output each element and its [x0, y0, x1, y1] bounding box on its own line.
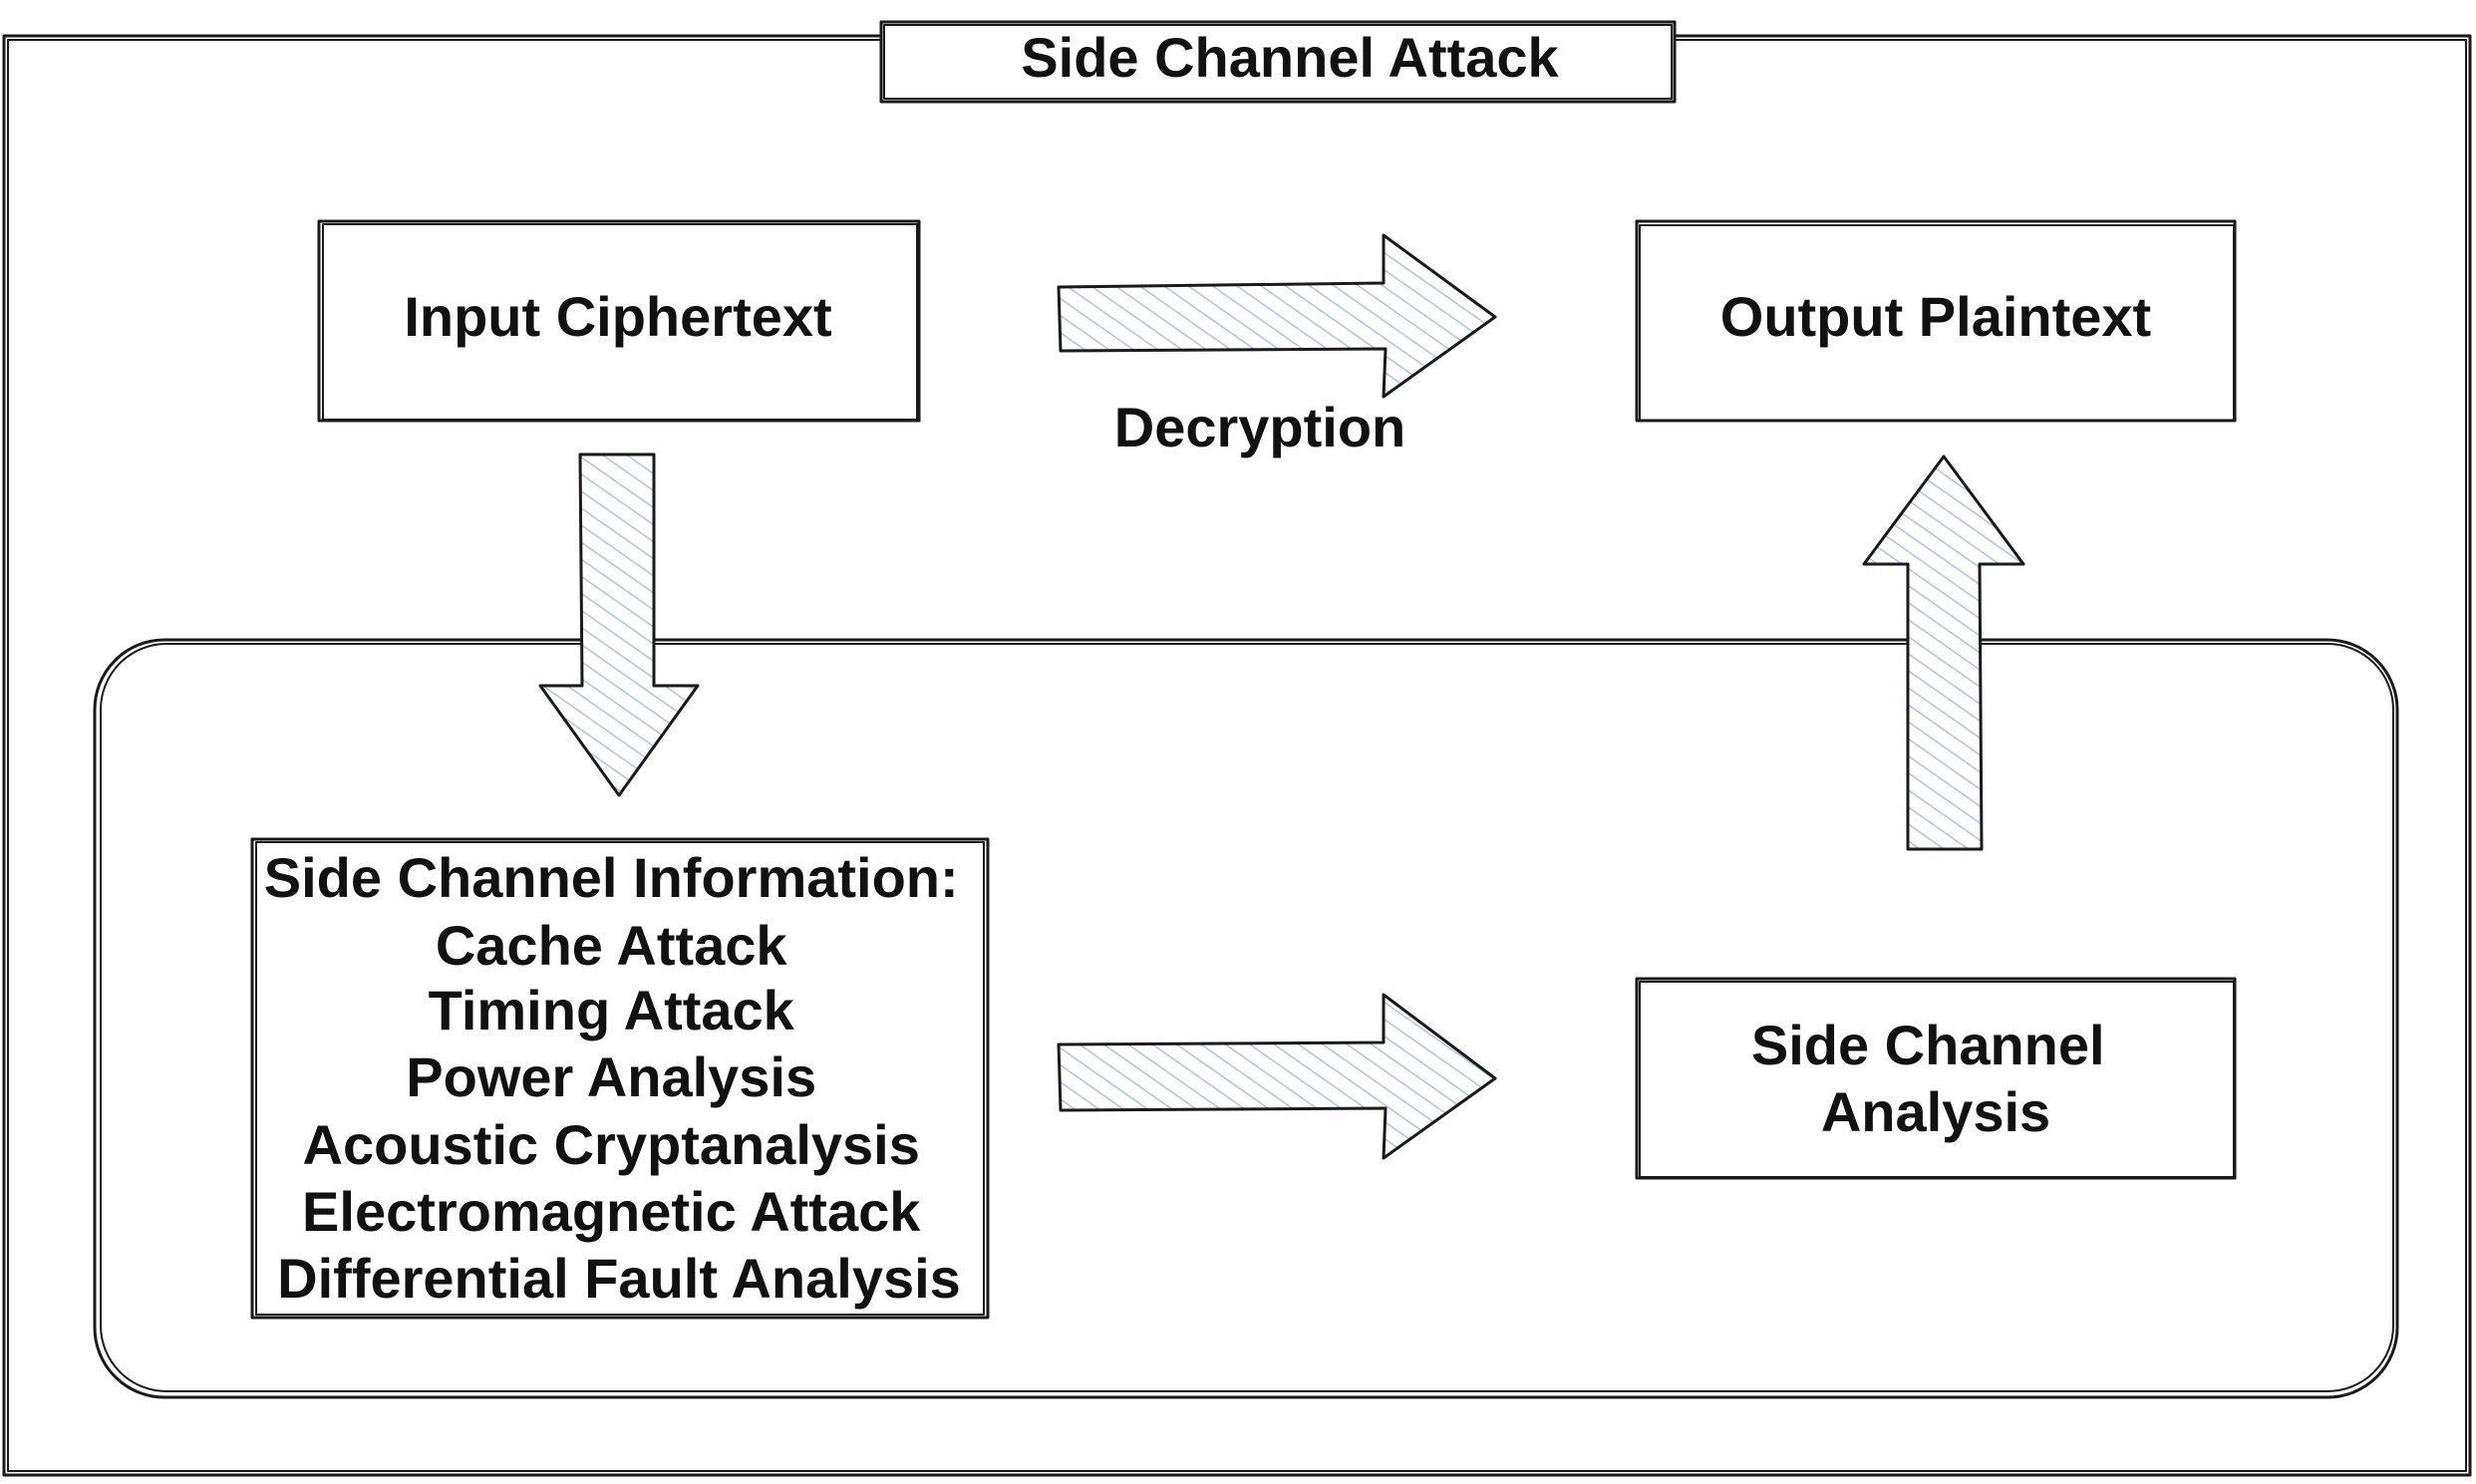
analysis-text: Side Channel Analysis — [1751, 1014, 2120, 1143]
info-item-electromagnetic-attack: Electromagnetic Attack — [302, 1180, 921, 1243]
info-item-differential-fault-analysis: Differential Fault Analysis — [277, 1247, 961, 1310]
decryption-arrow: Decryption — [1057, 233, 1497, 458]
info-heading: Side Channel Information: — [264, 846, 959, 909]
title-box: Side Channel Attack — [879, 20, 1677, 104]
decryption-label: Decryption — [1114, 396, 1406, 458]
analysis-to-output-arrow — [1862, 454, 2025, 851]
input-ciphertext-label: Input Ciphertext — [404, 285, 831, 348]
analysis-line-2: Analysis — [1821, 1080, 2050, 1143]
input-ciphertext-box: Input Ciphertext — [317, 219, 921, 423]
output-plaintext-label: Output Plaintext — [1720, 285, 2151, 348]
info-to-analysis-arrow — [1057, 993, 1497, 1160]
side-channel-analysis-box: Side Channel Analysis — [1635, 977, 2237, 1180]
info-text: Side Channel Information: Cache Attack T… — [264, 846, 974, 1310]
side-channel-information-box: Side Channel Information: Cache Attack T… — [250, 837, 990, 1320]
info-item-power-analysis: Power Analysis — [406, 1045, 816, 1108]
info-item-cache-attack: Cache Attack — [436, 914, 788, 977]
output-plaintext-box: Output Plaintext — [1635, 219, 2237, 423]
info-item-acoustic-cryptanalysis: Acoustic Cryptanalysis — [303, 1113, 920, 1176]
side-channel-group — [93, 638, 2399, 1399]
analysis-line-1: Side Channel — [1751, 1014, 2105, 1076]
diagram-title: Side Channel Attack — [1021, 26, 1559, 89]
info-item-timing-attack: Timing Attack — [429, 979, 795, 1041]
input-to-info-arrow — [538, 452, 700, 797]
